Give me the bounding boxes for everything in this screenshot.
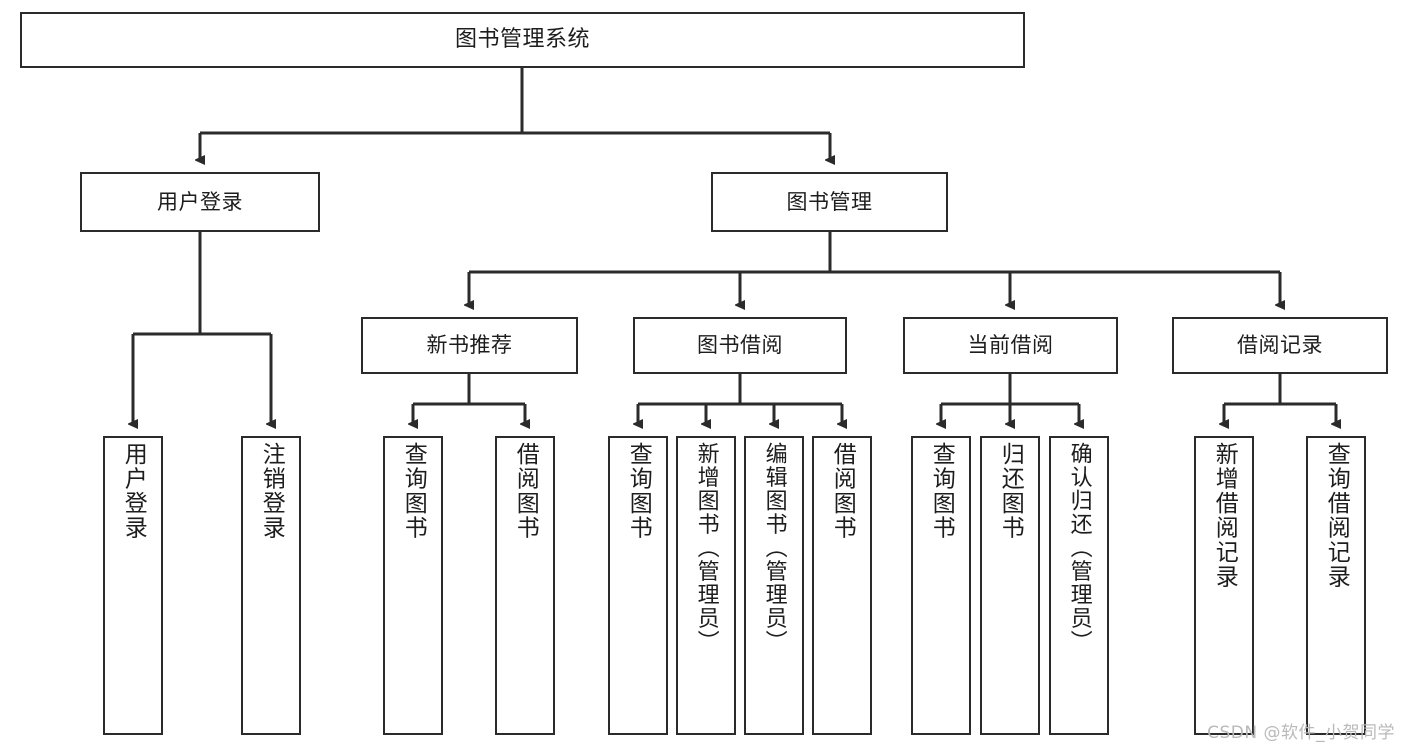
node-label: 查询图书 [928, 442, 955, 540]
leaf-current-return-book[interactable]: 归还图书 [980, 436, 1040, 735]
leaf-new-book-query[interactable]: 查询图书 [383, 436, 443, 735]
node-label: 图书管理系统 [454, 27, 590, 53]
node-label: 借阅图书 [829, 442, 856, 540]
leaf-borrow-query-book[interactable]: 查询图书 [608, 436, 668, 735]
leaf-borrow-add-book-admin[interactable]: 新增图书（管理员） [676, 436, 736, 735]
leaf-borrow-borrow-book[interactable]: 借阅图书 [812, 436, 872, 735]
leaf-record-query-record[interactable]: 查询借阅记录 [1306, 436, 1366, 735]
node-label: 查询借阅记录 [1323, 442, 1350, 589]
node-label: 用户登录 [157, 189, 243, 214]
node-book-borrow[interactable]: 图书借阅 [633, 317, 847, 374]
node-book-management[interactable]: 图书管理 [711, 172, 948, 232]
node-root-book-management-system[interactable]: 图书管理系统 [20, 12, 1025, 68]
leaf-current-query-book[interactable]: 查询图书 [911, 436, 971, 735]
leaf-record-add-record[interactable]: 新增借阅记录 [1194, 436, 1254, 735]
node-label: 借阅图书 [512, 442, 539, 540]
node-label: 确认归还（管理员） [1066, 442, 1092, 654]
node-new-book-recommend[interactable]: 新书推荐 [361, 317, 578, 374]
csdn-watermark: CSDN @软件_小贺同学 [1207, 723, 1395, 743]
node-label: 新增借阅记录 [1211, 442, 1238, 589]
node-borrow-record[interactable]: 借阅记录 [1172, 317, 1388, 374]
leaf-user-login-login[interactable]: 用户登录 [103, 436, 163, 735]
node-user-login[interactable]: 用户登录 [80, 172, 320, 232]
node-label: 归还图书 [997, 442, 1024, 540]
leaf-borrow-edit-book-admin[interactable]: 编辑图书（管理员） [744, 436, 804, 735]
node-label: 新增图书（管理员） [693, 442, 719, 654]
node-label: 查询图书 [625, 442, 652, 540]
node-label: 图书借阅 [697, 333, 783, 358]
node-label: 借阅记录 [1237, 333, 1323, 358]
node-label: 图书管理 [786, 189, 873, 214]
leaf-new-book-borrow[interactable]: 借阅图书 [495, 436, 555, 735]
node-label: 编辑图书（管理员） [761, 442, 787, 654]
node-label: 注销登录 [258, 442, 285, 540]
node-current-borrow[interactable]: 当前借阅 [903, 317, 1118, 374]
node-label: 查询图书 [400, 442, 427, 540]
leaf-user-login-logout[interactable]: 注销登录 [241, 436, 301, 735]
node-label: 当前借阅 [967, 333, 1054, 358]
leaf-current-confirm-return-admin[interactable]: 确认归还（管理员） [1049, 436, 1109, 735]
node-label: 用户登录 [120, 442, 147, 540]
node-label: 新书推荐 [426, 333, 513, 358]
